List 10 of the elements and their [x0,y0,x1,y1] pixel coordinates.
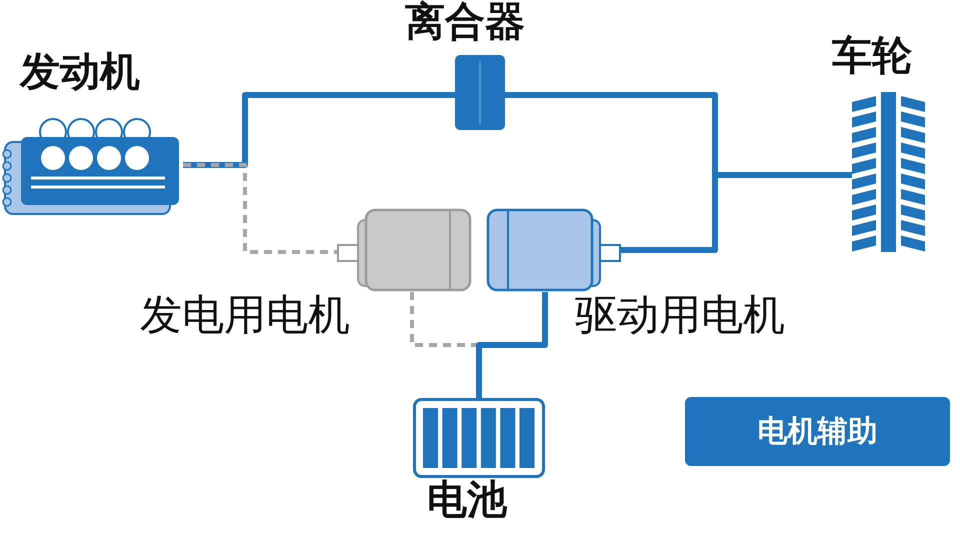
part-label: 驱动用电机 [575,292,785,338]
connector-line [183,163,338,254]
mode-tag: 电机辅助 [685,397,950,466]
connector-line [183,92,455,168]
part-label: 车轮 [832,34,912,78]
part-label: 发动机 [20,50,140,94]
part-label: 发电用电机 [140,292,350,338]
part-label: 电池 [427,478,507,522]
connector-line [476,292,548,398]
part-label: 离合器 [405,0,525,44]
